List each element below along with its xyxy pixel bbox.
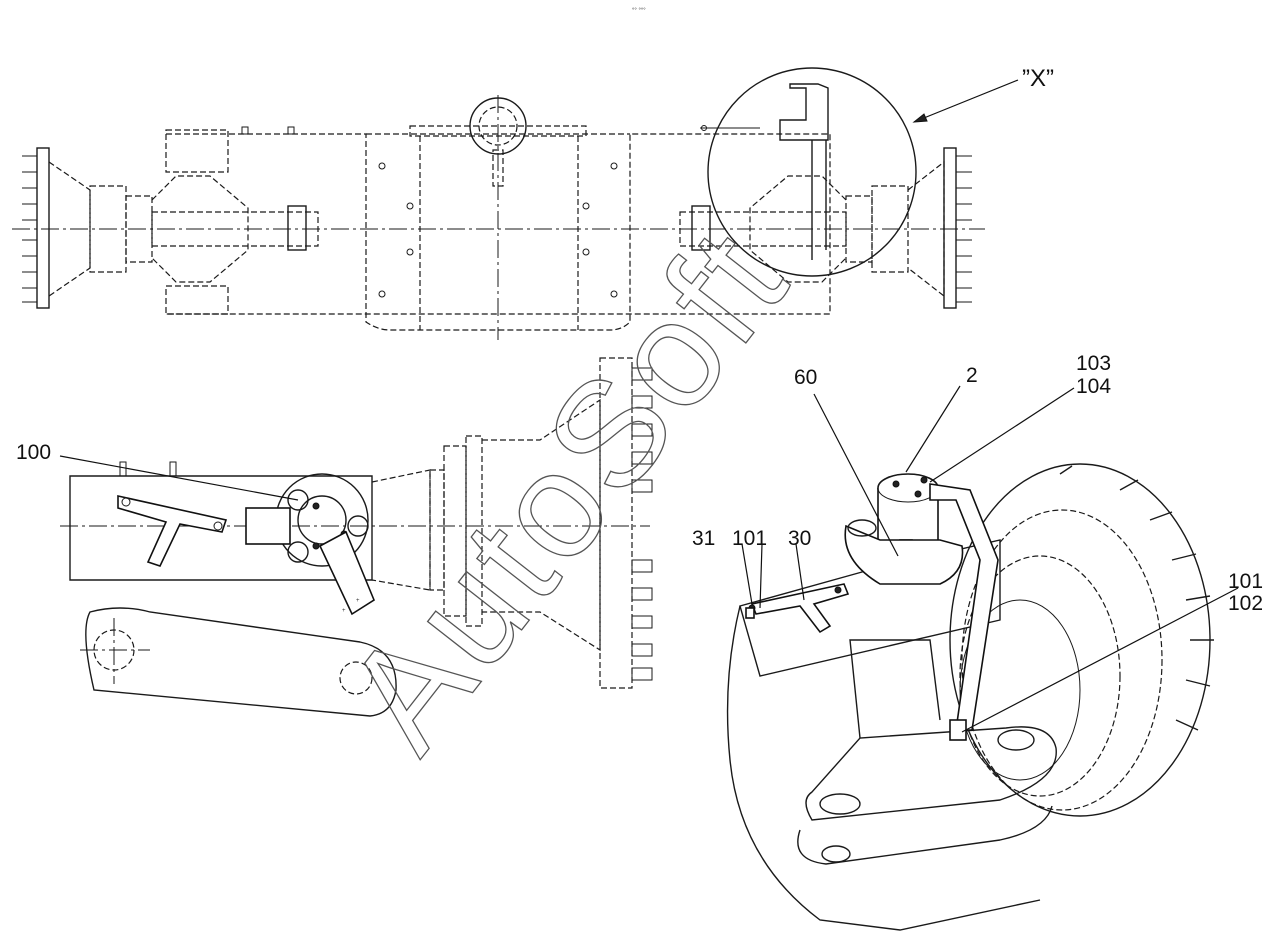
- left-hub-studs: [22, 147, 50, 309]
- callout-31: 31: [692, 527, 715, 550]
- detail-circle-x: [707, 67, 917, 277]
- top-view-axle: ”X”: [12, 65, 1054, 340]
- side-view-axle: + + 100: [16, 357, 653, 717]
- top-mark: °° °°°: [632, 8, 646, 14]
- svg-text:+: +: [356, 598, 360, 604]
- right-hub-studs: [943, 147, 972, 309]
- callout-2: 2: [966, 364, 978, 387]
- iso-hub-studs: [1059, 465, 1214, 731]
- side-hub-studs: [631, 367, 653, 681]
- watermark: AutoSoft: [313, 198, 819, 780]
- callout-101-b: 101: [1228, 570, 1263, 593]
- callout-30: 30: [788, 527, 811, 550]
- callout-104: 104: [1076, 375, 1111, 398]
- callout-60: 60: [794, 366, 817, 389]
- svg-text:+: +: [342, 608, 346, 614]
- isometric-detail-view: 60 2 103 104 31 101 30 101 102: [692, 352, 1263, 931]
- view-marker-x: ”X”: [1022, 65, 1054, 92]
- callout-101-a: 101: [732, 527, 767, 550]
- callout-100: 100: [16, 441, 51, 464]
- callout-103: 103: [1076, 352, 1111, 375]
- callout-102: 102: [1228, 592, 1263, 615]
